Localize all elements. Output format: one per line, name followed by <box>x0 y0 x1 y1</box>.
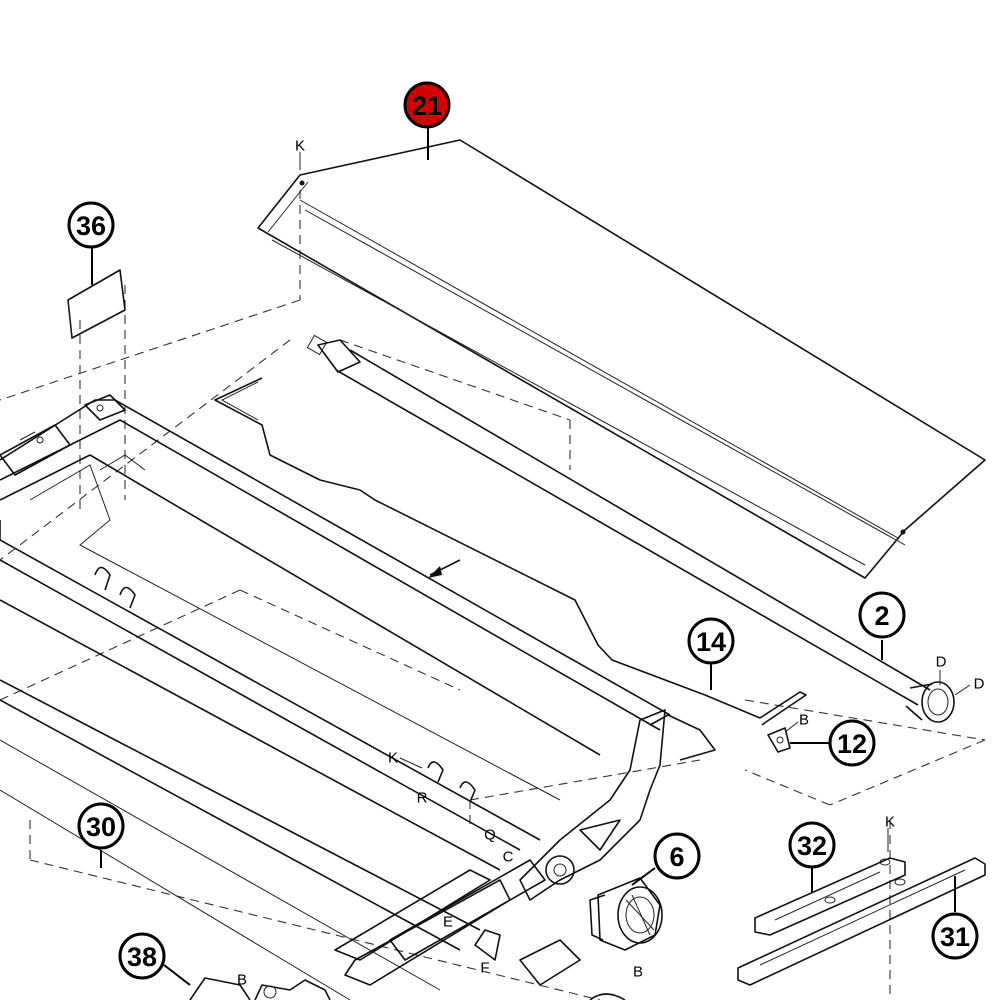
ref-d-2: D <box>974 676 985 693</box>
callout-30-label: 30 <box>86 812 116 842</box>
callout-38-circle <box>118 932 166 980</box>
ref-k-32: K <box>885 814 895 831</box>
callout-36: 36 <box>67 201 115 249</box>
component-38-part <box>189 977 626 1000</box>
bent-rod-part <box>214 377 807 726</box>
cover-panel-part <box>257 139 986 579</box>
callout-2-label: 2 <box>874 601 889 631</box>
leader-lines <box>91 128 971 986</box>
callout-6: 6 <box>653 832 701 880</box>
callout-36-circle <box>67 201 115 249</box>
ref-k-mid: K <box>388 750 398 767</box>
callout-12: 12 <box>828 719 876 767</box>
plate-31-part <box>737 857 986 986</box>
callout-31-circle <box>931 912 979 960</box>
hydraulic-motor-part <box>589 877 663 951</box>
callout-14-circle <box>687 617 735 665</box>
callout-14-label: 14 <box>696 627 726 657</box>
ref-r: R <box>417 790 428 807</box>
ref-e: E <box>443 914 453 931</box>
callout-31-label: 31 <box>940 922 970 952</box>
ref-b-38: B <box>237 972 247 989</box>
callout-12-label: 12 <box>837 729 867 759</box>
ref-q: Q <box>484 827 496 844</box>
callout-21: 21 <box>403 81 451 129</box>
callout-2-circle <box>858 591 906 639</box>
callout-31: 31 <box>931 912 979 960</box>
main-frame-part <box>0 394 716 1000</box>
callout-6-circle <box>653 832 701 880</box>
roller-shaft-part <box>306 334 955 723</box>
ref-k-top: K <box>295 138 305 155</box>
mounting-block-part <box>67 269 126 339</box>
callout-32-label: 32 <box>797 831 827 861</box>
callout-32: 32 <box>788 821 836 869</box>
plate-32-part <box>754 857 906 936</box>
callout-21-label: 21 <box>412 91 442 121</box>
ref-d-1: D <box>936 654 947 671</box>
ref-b-6: B <box>633 964 643 981</box>
callout-21-circle <box>403 81 451 129</box>
callout-38-label: 38 <box>127 942 157 972</box>
ref-c: C <box>503 849 514 866</box>
callouts: 21 36 2 14 12 30 6 32 <box>67 81 979 980</box>
callout-36-label: 36 <box>76 211 106 241</box>
callout-14: 14 <box>687 617 735 665</box>
callout-30: 30 <box>77 802 125 850</box>
callout-2: 2 <box>858 591 906 639</box>
bracket-part <box>767 727 791 753</box>
callout-12-circle <box>828 719 876 767</box>
callout-32-circle <box>788 821 836 869</box>
ref-f: F <box>480 960 489 977</box>
callout-38: 38 <box>118 932 166 980</box>
callout-30-circle <box>77 802 125 850</box>
ref-b-12: B <box>799 712 809 729</box>
callout-6-label: 6 <box>669 842 684 872</box>
assembly-dashed-lines <box>0 190 986 1000</box>
reference-letters: K D D B K R Q C E F B B K <box>237 138 985 989</box>
